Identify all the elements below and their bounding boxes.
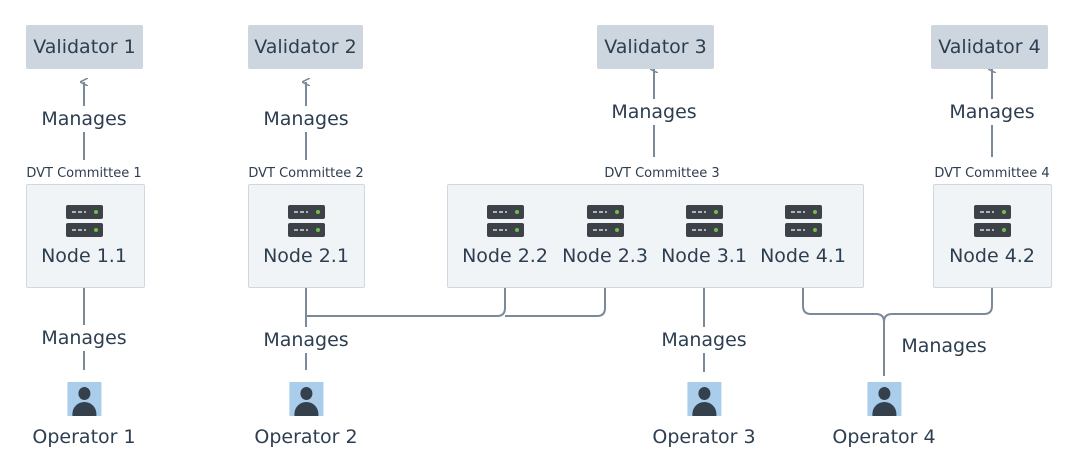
edge-o4-n41	[803, 277, 885, 376]
manages-label-c4: Manages	[945, 99, 1039, 125]
committee-label-2: DVT Committee 2	[248, 166, 364, 181]
node-1-1: Node 1.1	[34, 205, 134, 267]
node-label: Node 3.1	[661, 245, 747, 267]
user-avatar-icon	[867, 382, 901, 416]
committee-label-1: DVT Committee 1	[26, 166, 142, 181]
operator-1: Operator 1	[32, 382, 136, 448]
server-icon	[486, 205, 524, 237]
server-icon	[65, 205, 103, 237]
operator-label: Operator 3	[652, 426, 756, 448]
operator-3: Operator 3	[652, 382, 756, 448]
manages-label-o4: Manages	[897, 333, 991, 359]
user-avatar-icon	[687, 382, 721, 416]
operator-label: Operator 1	[32, 426, 136, 448]
user-avatar-icon	[289, 382, 323, 416]
node-4-1: Node 4.1	[753, 205, 853, 267]
validator-3: Validator 3	[597, 25, 714, 69]
operator-label: Operator 2	[254, 426, 358, 448]
validator-4: Validator 4	[931, 25, 1048, 69]
node-label: Node 4.1	[760, 245, 846, 267]
operator-4: Operator 4	[832, 382, 936, 448]
manages-label-c2: Manages	[259, 106, 353, 132]
node-3-1: Node 3.1	[654, 205, 754, 267]
node-2-2: Node 2.2	[455, 205, 555, 267]
user-avatar-icon	[67, 382, 101, 416]
node-label: Node 1.1	[41, 245, 127, 267]
node-label: Node 2.1	[263, 245, 349, 267]
node-label: Node 2.2	[462, 245, 548, 267]
server-icon	[685, 205, 723, 237]
node-2-1: Node 2.1	[256, 205, 356, 267]
validator-1: Validator 1	[26, 25, 143, 69]
edge-o2-n22	[306, 277, 505, 317]
edge-o2-n23	[505, 277, 605, 317]
validator-2: Validator 2	[248, 25, 363, 69]
operator-2: Operator 2	[254, 382, 358, 448]
server-icon	[784, 205, 822, 237]
manages-label-c3: Manages	[607, 99, 701, 125]
operator-label: Operator 4	[832, 426, 936, 448]
manages-label-o1: Manages	[37, 325, 131, 351]
edge-o4-n42	[883, 277, 992, 323]
manages-label-o2: Manages	[259, 327, 353, 353]
server-icon	[973, 205, 1011, 237]
manages-label-o3: Manages	[657, 327, 751, 353]
server-icon	[586, 205, 624, 237]
node-2-3: Node 2.3	[555, 205, 655, 267]
node-4-2: Node 4.2	[942, 205, 1042, 267]
node-label: Node 2.3	[562, 245, 648, 267]
manages-label-c1: Manages	[37, 106, 131, 132]
committee-label-4: DVT Committee 4	[934, 166, 1050, 181]
committee-label-3: DVT Committee 3	[604, 166, 720, 181]
server-icon	[287, 205, 325, 237]
node-label: Node 4.2	[949, 245, 1035, 267]
